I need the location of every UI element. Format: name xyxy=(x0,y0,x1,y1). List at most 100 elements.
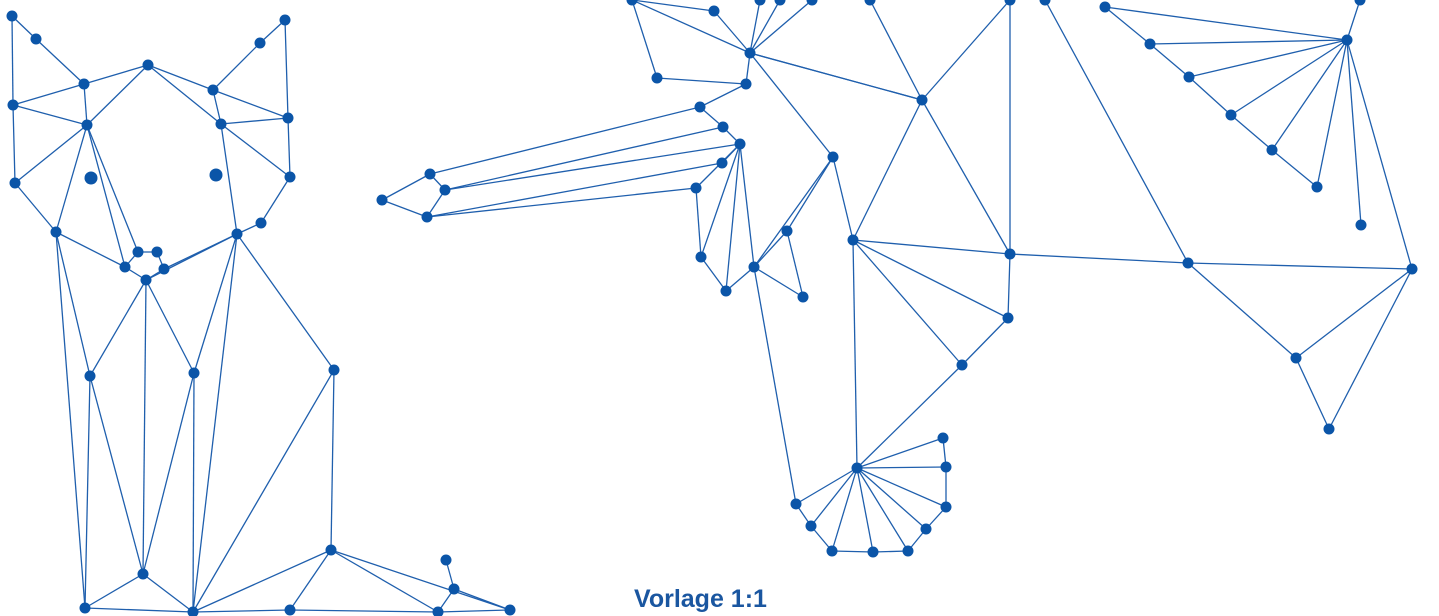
connector-line xyxy=(84,607,194,613)
node-dot xyxy=(781,225,793,237)
node-dot xyxy=(940,501,952,513)
connector-line xyxy=(35,38,85,85)
node-dot xyxy=(119,261,131,273)
node-dot xyxy=(30,33,42,45)
connector-line xyxy=(453,588,511,611)
connector-line xyxy=(260,176,291,224)
connector-line xyxy=(1316,39,1348,188)
connector-line xyxy=(856,467,874,553)
node-dot xyxy=(867,546,879,558)
connector-line xyxy=(259,19,286,44)
node-dot xyxy=(284,604,296,616)
connector-line xyxy=(212,89,222,125)
node-dot xyxy=(937,432,949,444)
node-dot xyxy=(1039,0,1051,6)
connector-line xyxy=(852,99,923,241)
connector-line xyxy=(381,199,428,218)
connector-line xyxy=(725,143,741,292)
connector-line xyxy=(437,609,511,613)
connector-line xyxy=(856,364,963,469)
connector-line xyxy=(83,64,149,85)
connector-line xyxy=(86,64,149,126)
connector-line xyxy=(810,467,858,527)
node-dot xyxy=(1355,219,1367,231)
unicorn-figure xyxy=(376,0,1418,558)
node-dot xyxy=(328,364,340,376)
connector-line xyxy=(381,173,431,201)
connector-line xyxy=(1346,0,1361,41)
node-dot xyxy=(215,118,227,130)
eye-dot xyxy=(84,171,98,185)
connector-line xyxy=(739,143,755,268)
node-dot xyxy=(207,84,219,96)
node-dot xyxy=(1323,423,1335,435)
node-dot xyxy=(137,568,149,580)
connector-line xyxy=(1230,114,1273,151)
node-dot xyxy=(1182,257,1194,269)
connector-line xyxy=(12,104,16,184)
node-dot xyxy=(740,78,752,90)
connector-line xyxy=(921,99,1011,255)
connector-line xyxy=(631,0,715,12)
node-dot xyxy=(1354,0,1366,6)
template-caption: Vorlage 1:1 xyxy=(634,585,767,613)
connector-line xyxy=(1187,262,1413,270)
node-dot xyxy=(255,217,267,229)
connector-line xyxy=(831,467,858,552)
connector-line xyxy=(330,549,439,613)
connector-line xyxy=(852,239,1011,255)
connector-line xyxy=(695,187,702,258)
connector-line xyxy=(786,230,804,298)
connector-line xyxy=(1346,39,1362,226)
connector-line xyxy=(11,15,37,40)
node-dot xyxy=(1341,34,1353,46)
eye-dot xyxy=(209,168,223,182)
connector-line xyxy=(749,0,781,54)
node-dot xyxy=(920,523,932,535)
node-dot xyxy=(84,370,96,382)
node-dot xyxy=(1311,181,1323,193)
connector-line xyxy=(192,233,238,613)
connector-line xyxy=(429,106,701,175)
node-dot xyxy=(78,78,90,90)
node-dot xyxy=(1183,71,1195,83)
node-dot xyxy=(916,94,928,106)
connector-line xyxy=(236,233,335,371)
connector-line xyxy=(856,466,947,469)
connector-line xyxy=(749,0,813,54)
connector-line xyxy=(147,64,214,91)
node-dot xyxy=(748,261,760,273)
node-dot xyxy=(1144,38,1156,50)
node-dot xyxy=(851,462,863,474)
connector-line xyxy=(142,372,195,575)
connector-line xyxy=(14,124,88,184)
node-dot xyxy=(325,544,337,556)
connector-line xyxy=(289,609,439,613)
node-dot xyxy=(720,285,732,297)
connector-line xyxy=(84,573,144,609)
connector-line xyxy=(631,0,658,79)
connector-line xyxy=(212,42,261,91)
node-dot xyxy=(717,121,729,133)
connector-line xyxy=(330,369,335,551)
connector-line xyxy=(1044,0,1189,264)
node-dot xyxy=(448,583,460,595)
node-dot xyxy=(254,37,266,49)
node-dot xyxy=(790,498,802,510)
connector-line xyxy=(89,375,144,575)
node-dot xyxy=(279,14,291,26)
connector-line xyxy=(330,549,511,611)
connector-line xyxy=(869,0,923,101)
connector-line xyxy=(725,266,755,292)
connector-line xyxy=(142,279,147,575)
connector-line xyxy=(55,231,86,609)
connector-line xyxy=(921,0,1011,101)
connector-line xyxy=(1104,6,1348,41)
connector-line xyxy=(832,156,854,241)
node-dot xyxy=(744,47,756,59)
connector-line xyxy=(856,467,909,552)
node-dot xyxy=(774,0,786,6)
connector-line xyxy=(795,467,858,505)
connector-line xyxy=(426,162,723,218)
